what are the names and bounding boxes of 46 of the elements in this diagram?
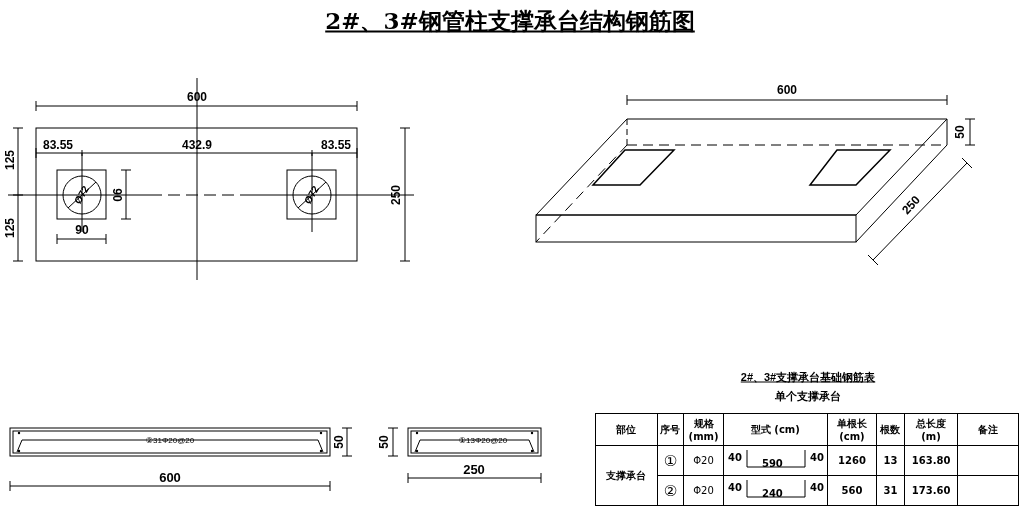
dimension-text: 40 [727,483,742,493]
table-cell: 1260 [827,445,877,476]
table-cell: Φ20 [683,475,724,506]
dimension-text: 40 [727,453,742,463]
table-cell: 163.80 [904,445,958,476]
table-cell: 单根长 (cm) [827,413,877,446]
dimension-text: 83.55 [321,139,351,151]
dimension-text: 50 [954,125,966,139]
table-cell: 13 [876,445,905,476]
table-cell: ① [657,445,684,476]
table-cell: 规格 (mm) [683,413,724,446]
table-cell: 型式 (cm) [723,413,828,446]
dimension-text: 600 [159,470,181,484]
dimension-text: 250 [390,185,402,205]
dimension-text: 90 [75,224,89,236]
table-cell: 根数 [876,413,905,446]
table-cell: 173.60 [904,475,958,506]
dimension-text: 50 [333,435,345,449]
dimension-text: 90 [111,188,123,202]
dimension-text: 600 [777,84,797,96]
table-cell: 备注 [957,413,1019,446]
dimension-text: 50 [378,435,390,449]
table-cell: 部位 [595,413,658,446]
dimension-text: 590 [761,459,783,469]
dimension-text: 125 [4,218,16,238]
dimension-text: 40 [809,483,824,493]
table-cell: 总长度 (m) [904,413,958,446]
rebar-label: ②31Φ20@20 [145,437,195,445]
table-cell: 560 [827,475,877,506]
dimension-text: 125 [4,150,16,170]
dimension-text: 250 [463,462,485,476]
table-cell: ② [657,475,684,506]
rebar-label: ①13Φ20@20 [458,437,508,445]
dimension-text: 600 [187,91,207,103]
table-cell: 序号 [657,413,684,446]
table-subtitle: 单个支撑承台 [775,390,841,402]
dimension-text: 83.55 [43,139,73,151]
dimension-text: 40 [809,453,824,463]
table-cell: 支撑承台 [595,445,658,506]
dimension-text: 250 [899,193,923,217]
table-cell: 31 [876,475,905,506]
dimension-text: 240 [761,489,783,499]
dimension-text: 432.9 [182,139,212,151]
table-title: 2#、3#支撑承台基础钢筋表 [740,371,876,383]
table-cell: Φ20 [683,445,724,476]
title: 2#、3#钢管柱支撑承台结构钢筋图 [325,8,695,32]
